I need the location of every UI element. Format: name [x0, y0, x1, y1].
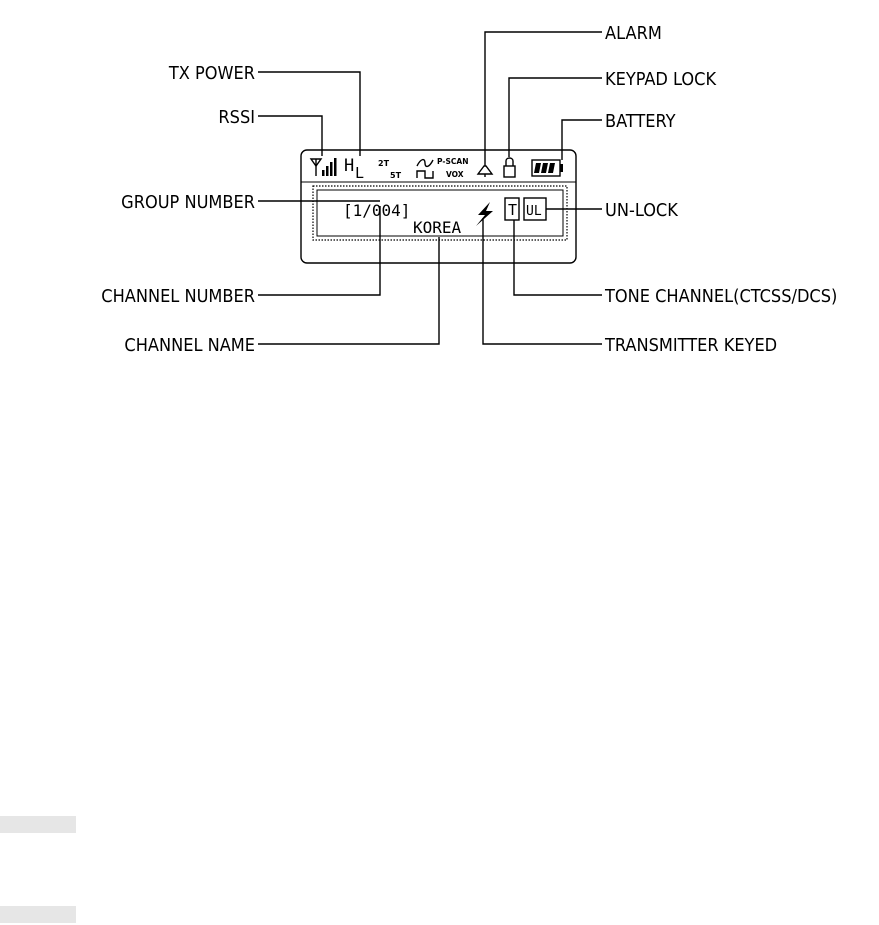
leader-rssi [258, 115, 323, 156]
label-un-lock: UN-LOCK [605, 200, 678, 221]
label-battery: BATTERY [605, 111, 676, 132]
leader-tone-channel [513, 220, 602, 296]
leader-transmitter-keyed [482, 218, 602, 345]
step-5t-text: 5T [390, 171, 402, 180]
lcd-text-window-inner [316, 189, 564, 237]
group-channel-number: [1/004] [343, 201, 410, 220]
leader-battery [561, 119, 602, 160]
label-rssi: RSSI [218, 107, 255, 128]
leader-tx-power [258, 71, 361, 156]
label-alarm: ALARM [605, 23, 662, 44]
leader-alarm [484, 31, 602, 163]
battery-icon [531, 159, 563, 177]
label-group-number: GROUP NUMBER [121, 192, 255, 213]
step-2t-text: 2T [378, 159, 390, 168]
power-low-text: L [355, 164, 364, 182]
lock-icon [503, 157, 516, 178]
label-channel-name: CHANNEL NAME [124, 335, 255, 356]
label-transmitter-keyed: TRANSMITTER KEYED [604, 335, 777, 356]
label-keypad-lock: KEYPAD LOCK [605, 69, 716, 90]
signal-bars-icon [322, 158, 337, 176]
tone-box [504, 197, 520, 221]
scan-label-text: P-SCAN [437, 157, 468, 166]
wave-icon [416, 158, 434, 168]
lightning-icon [476, 202, 493, 226]
label-tone-channel: TONE CHANNEL(CTCSS/DCS) [604, 286, 837, 307]
lcd-text-window [312, 185, 568, 241]
square-wave-icon [416, 170, 434, 179]
power-high-text: H [344, 156, 354, 176]
vox-label-text: VOX [446, 170, 464, 179]
leader-channel-number [258, 206, 381, 296]
page-margin-marker-top [0, 816, 76, 833]
unlock-flag-text: UL [526, 204, 542, 219]
antenna-icon [309, 158, 323, 176]
tone-flag-text: T [508, 201, 517, 219]
page-margin-marker-bottom [0, 906, 76, 923]
label-tx-power: TX POWER [168, 63, 255, 84]
leader-keypad-lock [508, 77, 602, 157]
bell-icon [476, 163, 494, 177]
label-channel-number: CHANNEL NUMBER [101, 286, 255, 307]
leader-channel-name [258, 237, 440, 345]
lcd-channel-name: KOREA [413, 218, 462, 237]
